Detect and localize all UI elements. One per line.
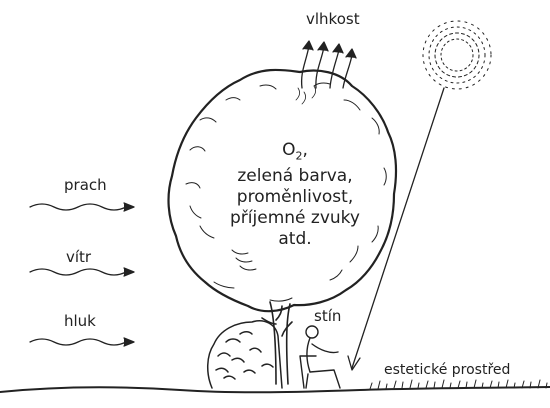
- label-prijemne-zvuky: příjemné zvuky: [210, 208, 380, 229]
- prach-arrow: [30, 204, 126, 210]
- vitr-arrow: [30, 269, 126, 275]
- seated-person: [300, 326, 340, 388]
- label-promenlivost: proměnlivost,: [210, 187, 380, 208]
- o2-comma: ,: [302, 140, 307, 160]
- label-hluk: hluk: [64, 312, 96, 330]
- label-o2: O2,: [210, 140, 380, 166]
- label-zelena-barva: zelená barva,: [210, 166, 380, 187]
- label-atd: atd.: [210, 229, 380, 250]
- shrub: [208, 321, 282, 388]
- tree-trunk: [262, 302, 292, 384]
- o2-main: O: [282, 140, 295, 160]
- label-stin: stín: [314, 307, 341, 325]
- label-esteticke-prostredi: estetické prostřed: [384, 362, 510, 378]
- hluk-arrow: [30, 339, 126, 345]
- label-prach: prach: [64, 176, 107, 194]
- tree-benefits-text: O2, zelená barva, proměnlivost, příjemné…: [210, 140, 380, 250]
- sun-icon: [423, 21, 491, 89]
- label-vlhkost: vlhkost: [306, 10, 360, 28]
- ground-line: [0, 387, 550, 392]
- label-vitr: vítr: [66, 248, 91, 266]
